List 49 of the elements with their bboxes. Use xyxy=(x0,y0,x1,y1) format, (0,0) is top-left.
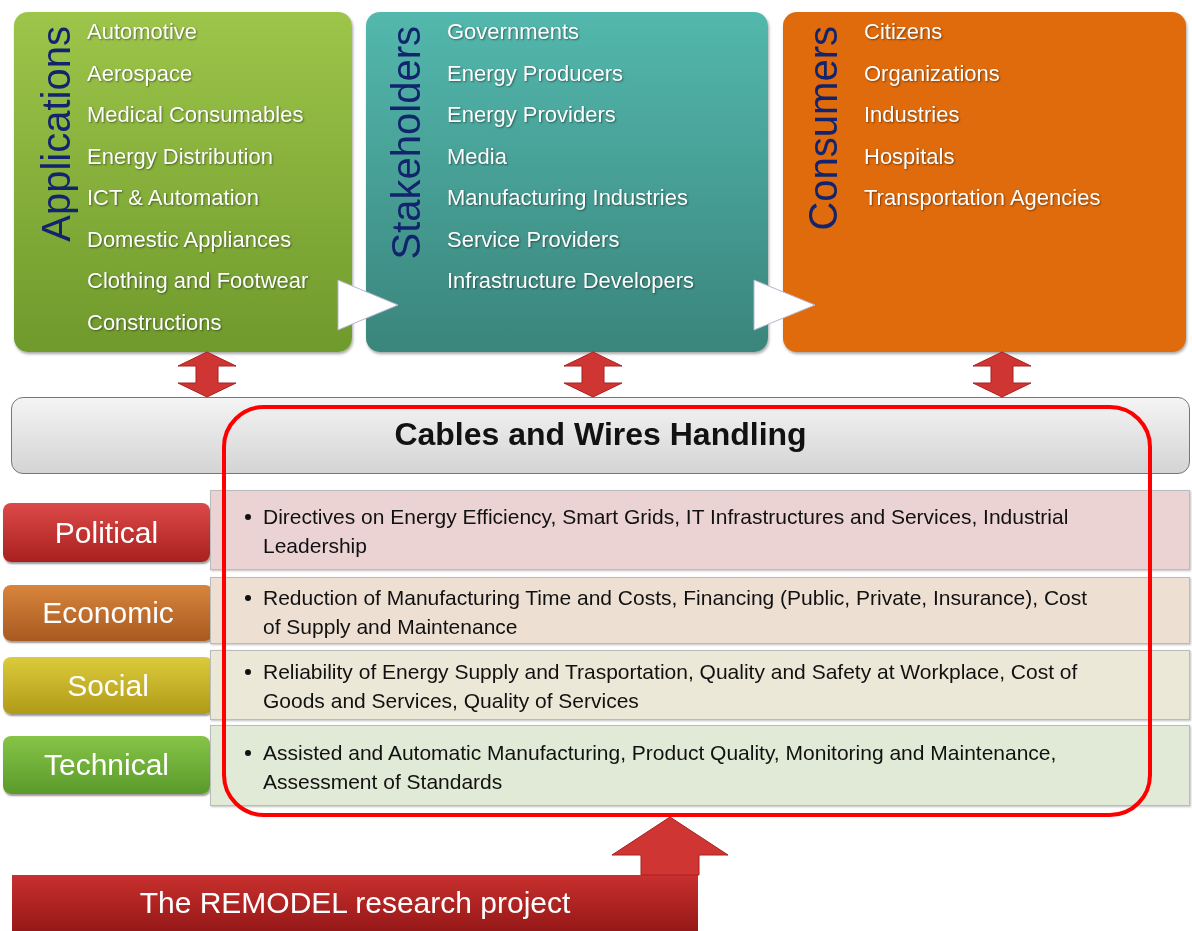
category-panel xyxy=(366,12,768,352)
factor-text: Directives on Energy Efficiency, Smart Grids, IT Infrastructures and Services, Industrial Leadership xyxy=(263,504,1070,559)
title-band xyxy=(11,397,1190,474)
factor-text: Assisted and Automatic Manufacturing, Product Quality, Monitoring and Maintenance, Assessment of Standards xyxy=(263,739,1058,795)
category-name: Political xyxy=(54,515,159,550)
factor-text: Reduction of Manufacturing Time and Costs, Financing (Public, Private, Insurance), Cost of Supply and Maintenance xyxy=(263,584,1089,640)
list-item: Constructions xyxy=(87,309,222,336)
band-title: Cables and Wires Handling xyxy=(393,416,808,453)
arrow xyxy=(611,816,729,876)
list-item: Manufacturing Industries xyxy=(447,185,688,211)
list-item: Energy Distribution xyxy=(87,143,273,170)
list-item: Citizens xyxy=(864,19,943,45)
list-item: Organizations xyxy=(864,60,1000,87)
list-item: ICT & Automation xyxy=(87,185,259,211)
list-item: Clothing and Footwear xyxy=(87,268,309,294)
list-item: Media xyxy=(447,143,507,170)
list-item: Infrastructure Developers xyxy=(447,268,694,294)
category-panel xyxy=(783,12,1186,352)
list-item: Industries xyxy=(864,102,960,128)
list-item: Service Providers xyxy=(447,226,620,253)
category-label xyxy=(3,736,210,794)
project-banner xyxy=(12,875,698,931)
arrow xyxy=(972,351,1032,398)
category-label xyxy=(3,657,213,714)
category-name: Technical xyxy=(43,748,170,782)
category-name: Social xyxy=(67,668,149,703)
list-item: Medical Consumables xyxy=(87,102,304,128)
arrow xyxy=(753,279,816,331)
list-item: Hospitals xyxy=(864,143,955,170)
list-item: Domestic Appliances xyxy=(87,226,292,253)
arrow xyxy=(563,351,623,398)
panel-heading: Stakeholders xyxy=(386,26,426,260)
panel-heading: Consumers xyxy=(803,26,843,231)
banner-text: The REMODEL research project xyxy=(139,886,571,920)
arrow xyxy=(337,279,399,331)
category-label xyxy=(3,503,210,562)
list-item: Transportation Agencies xyxy=(864,185,1101,211)
highlight-frame xyxy=(222,405,1152,817)
category-name: Economic xyxy=(42,596,174,630)
list-item: Aerospace xyxy=(87,60,193,87)
list-item: Governments xyxy=(447,19,580,45)
category-label xyxy=(3,585,213,641)
list-item: Automotive xyxy=(87,19,198,45)
list-item: Energy Providers xyxy=(447,102,616,128)
category-panel xyxy=(14,12,352,352)
list-item: Energy Producers xyxy=(447,60,624,87)
factor-text: Reliability of Energy Supply and Trasportation, Quality and Safety at Workplace, Cost of Goods and Services, Quality of Services xyxy=(263,659,1079,714)
panel-heading: Applications xyxy=(36,26,76,242)
arrow xyxy=(177,351,237,398)
